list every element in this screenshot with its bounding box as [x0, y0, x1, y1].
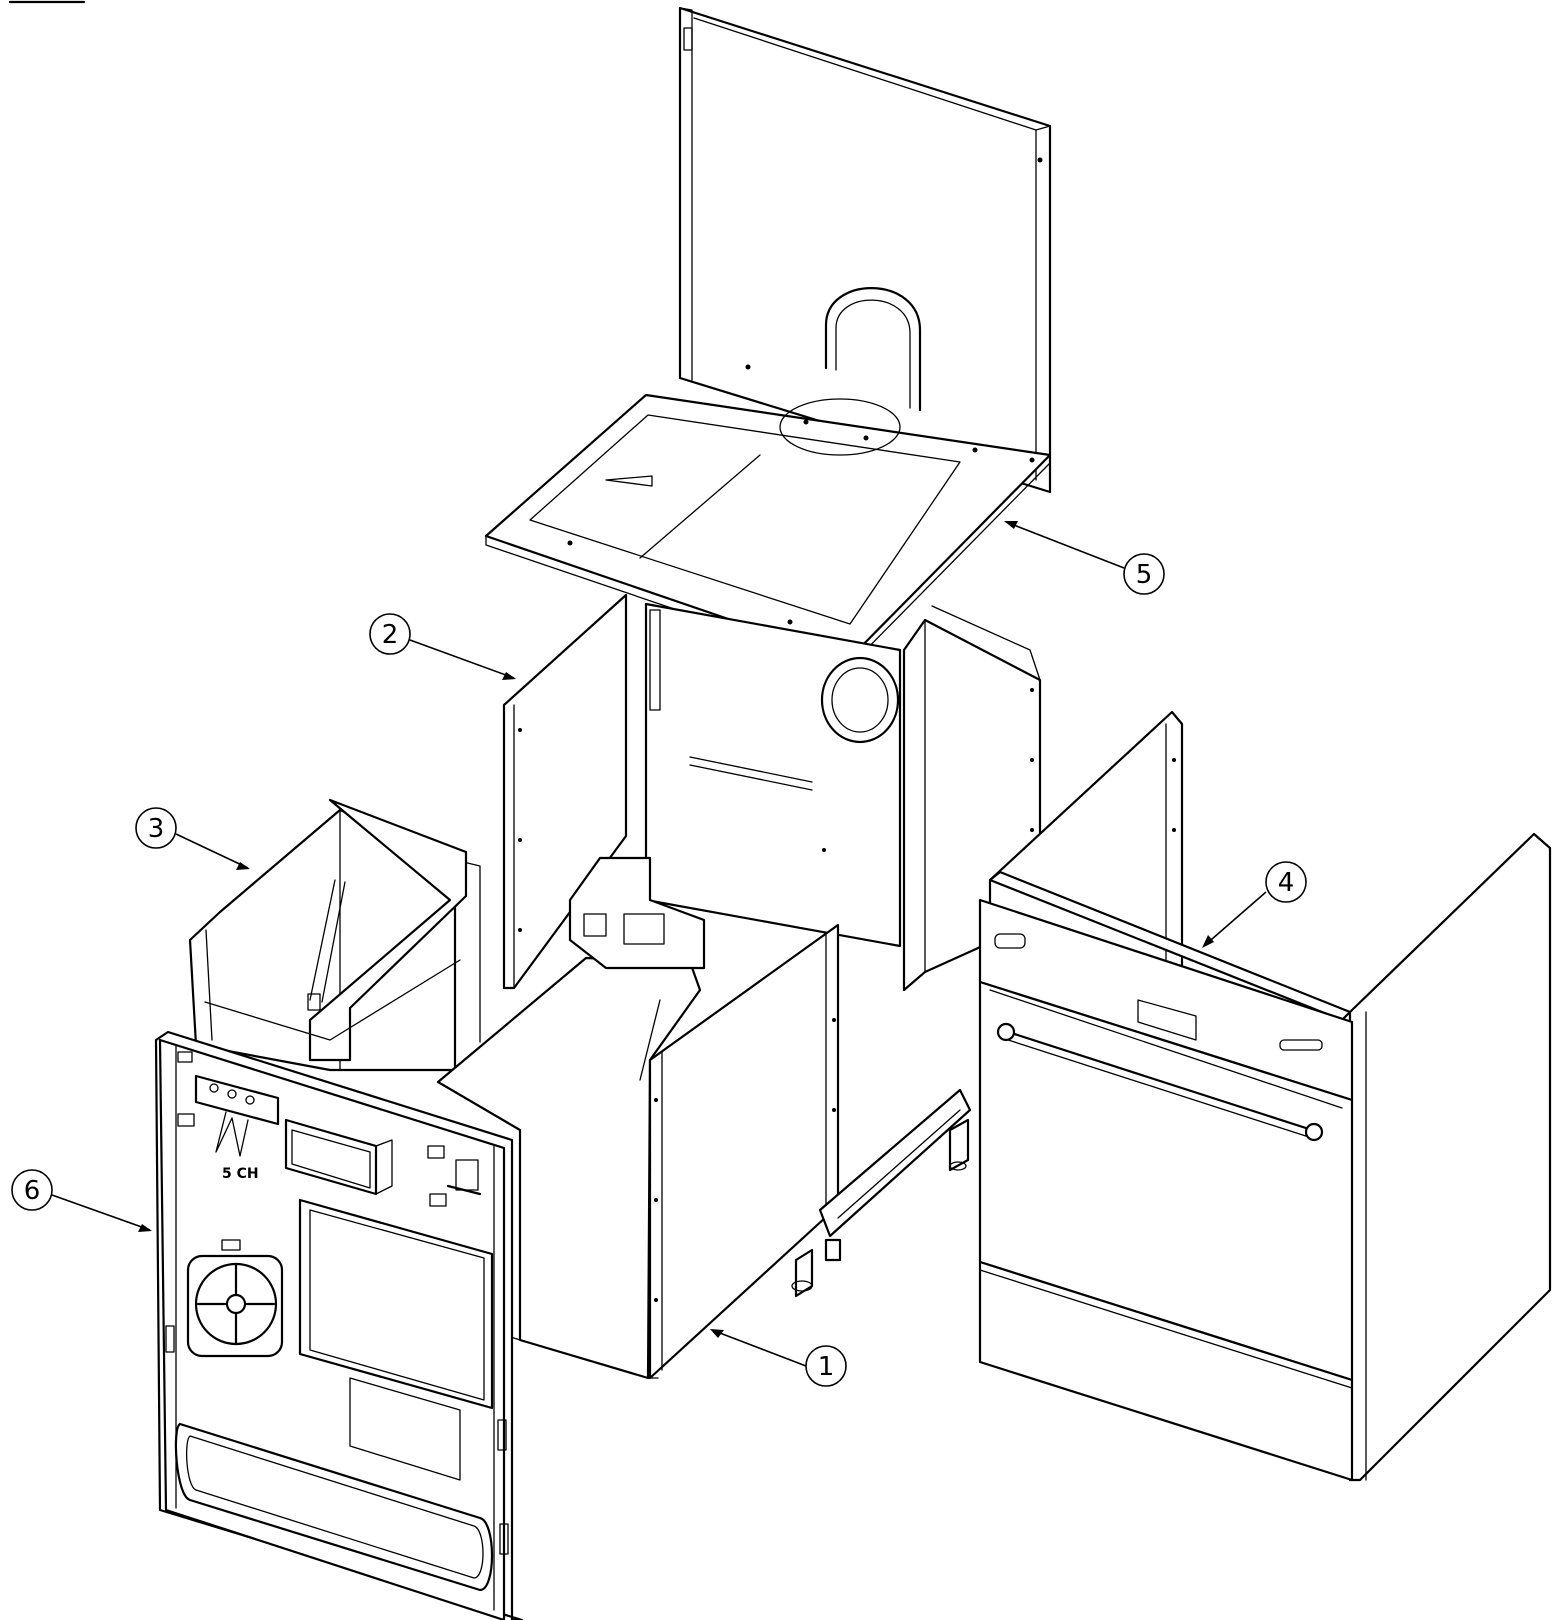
- panel-marking-text: 5 CH: [222, 1166, 259, 1182]
- part-6-front-panel: 5 CH: [154, 1030, 524, 1620]
- callout-5-label: 5: [1136, 560, 1153, 590]
- callout-3: 3: [135, 807, 177, 849]
- part-3-inner-box: [188, 798, 481, 1072]
- part-4-outer-case: [978, 710, 1552, 1482]
- part-5-top-back-panel: [484, 6, 1052, 669]
- part-1-base-unit: [436, 856, 972, 1380]
- callout-1-label: 1: [818, 1352, 835, 1382]
- callout-4-label: 4: [1278, 868, 1295, 898]
- callout-2: 2: [369, 613, 411, 655]
- callout-4: 4: [1265, 861, 1307, 903]
- callout-3-label: 3: [148, 814, 165, 844]
- callout-5: 5: [1123, 553, 1165, 595]
- callout-leaders: [51, 521, 1267, 1367]
- callout-2-label: 2: [382, 620, 399, 650]
- callout-1: 1: [805, 1345, 847, 1387]
- callout-6: 6: [11, 1169, 53, 1211]
- callout-6-label: 6: [24, 1176, 41, 1206]
